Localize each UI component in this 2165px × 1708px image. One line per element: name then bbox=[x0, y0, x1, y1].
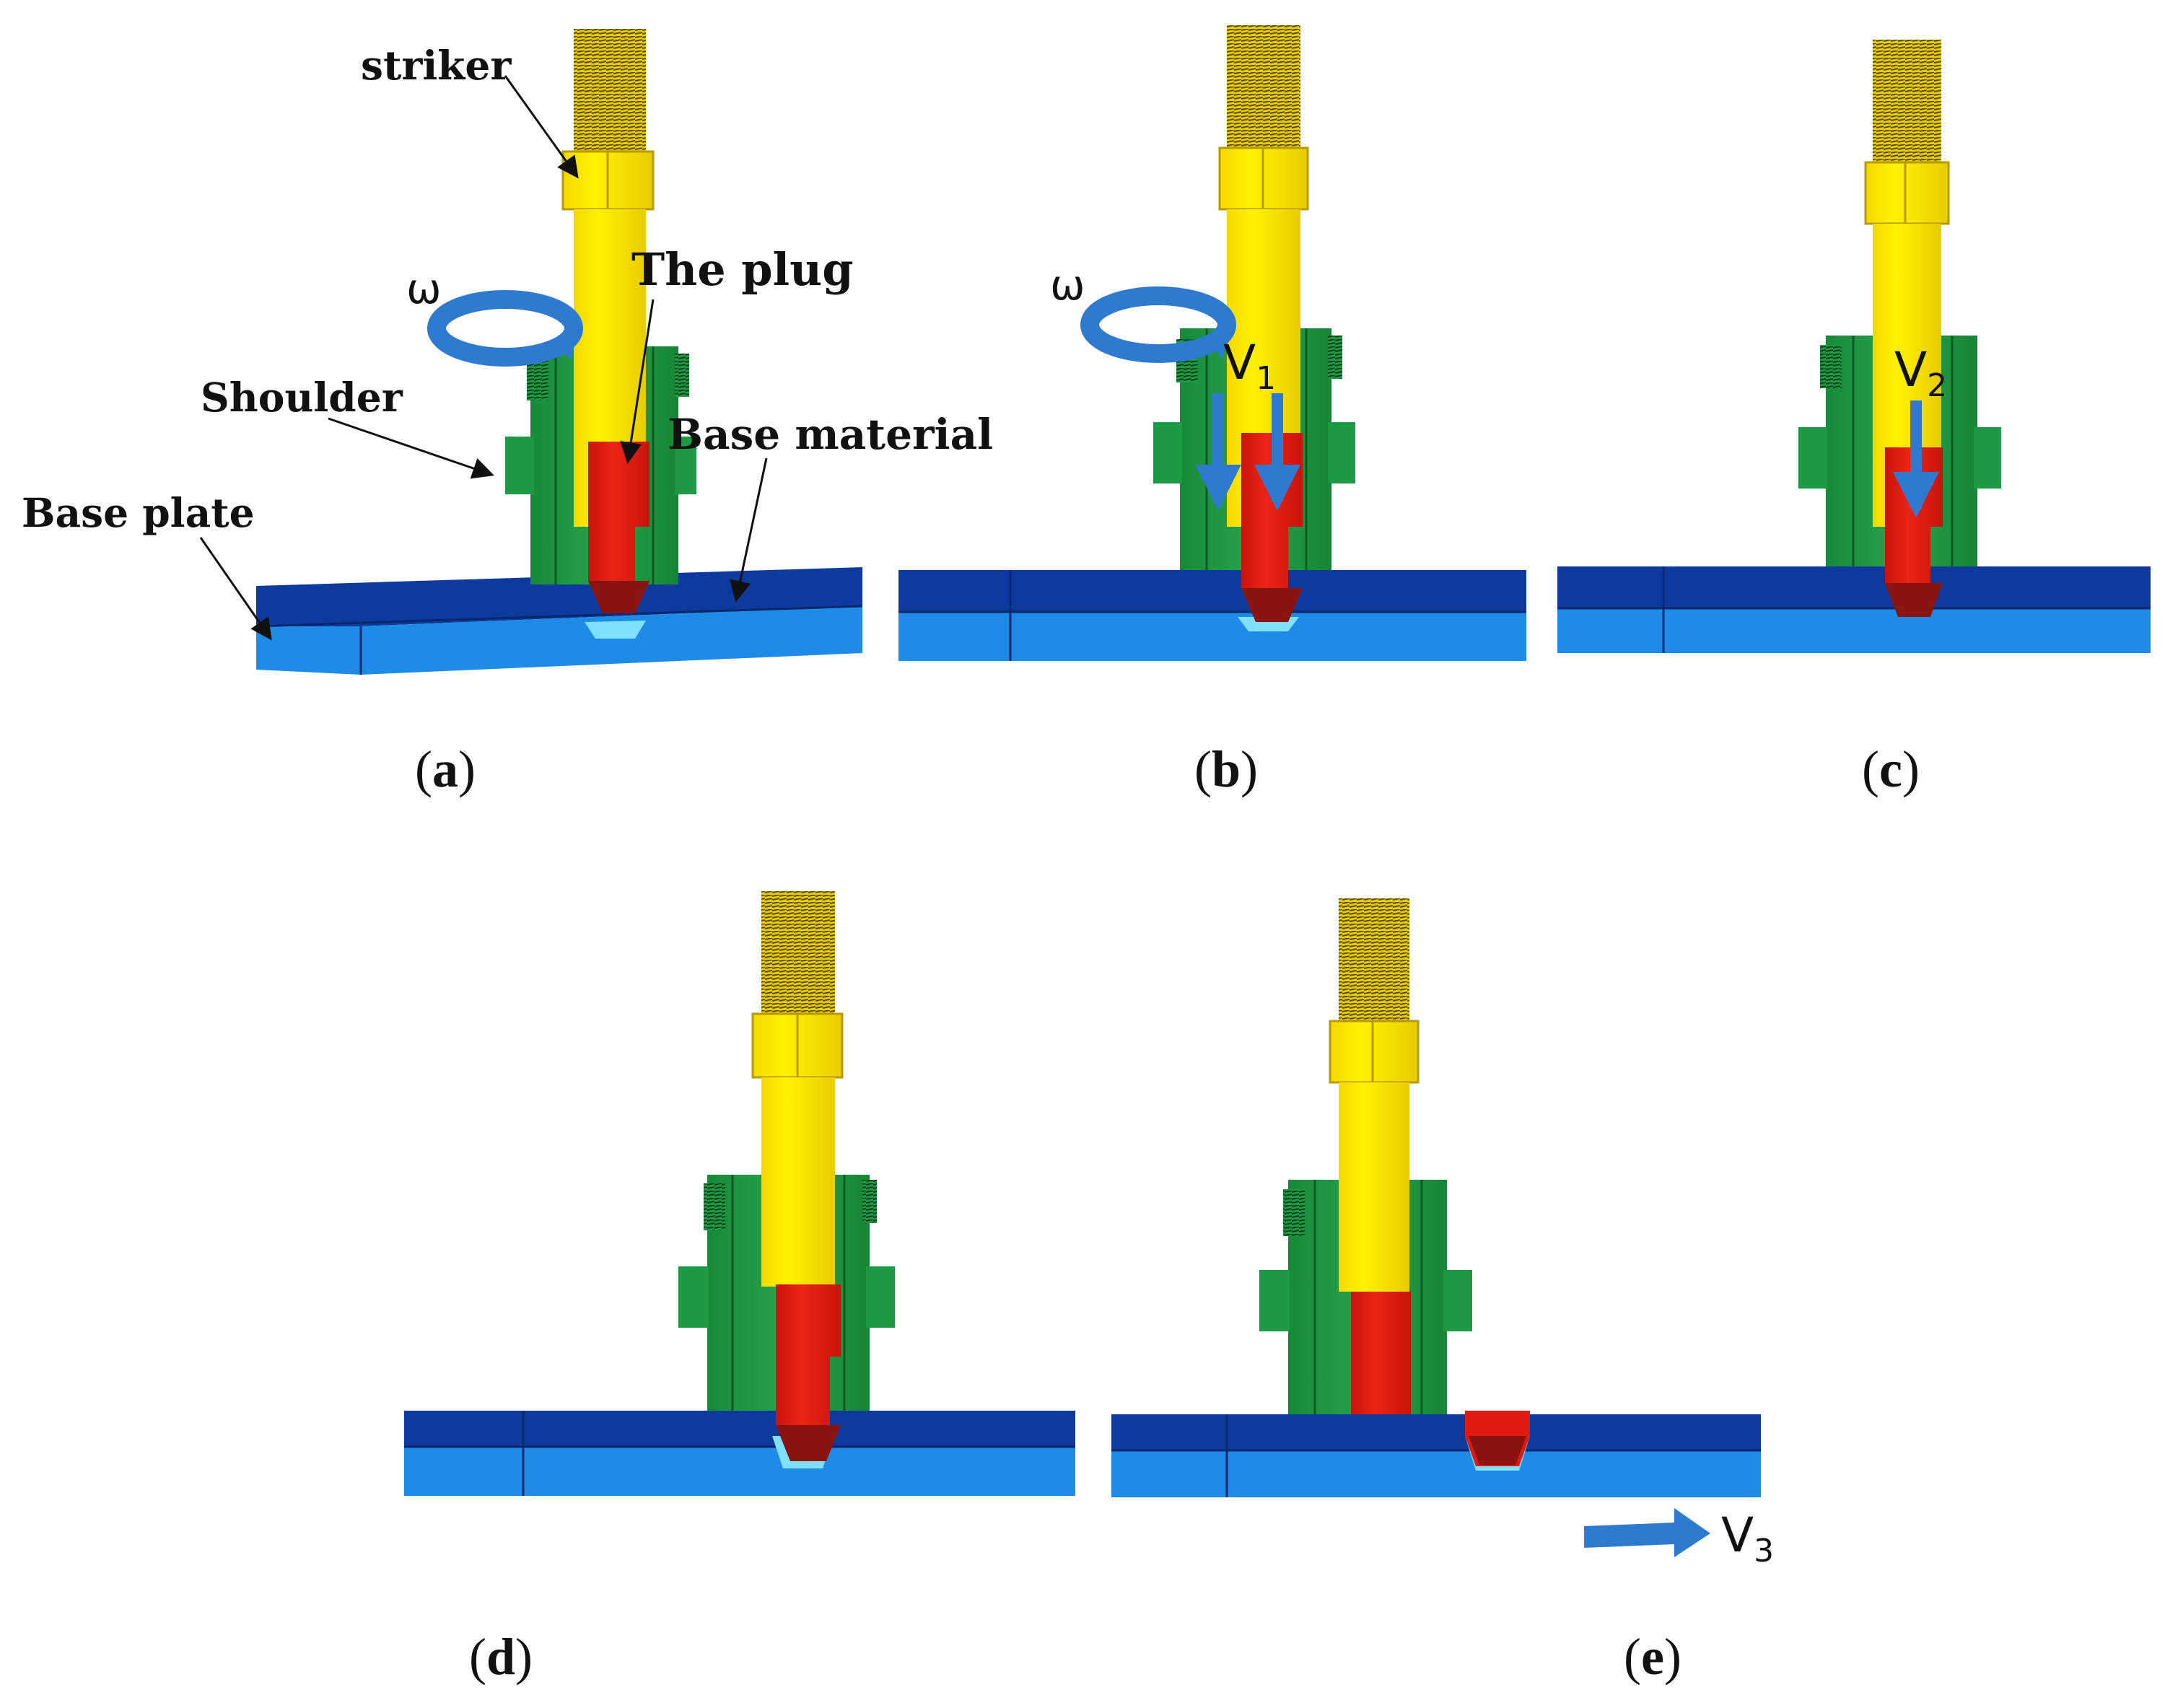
plug-d bbox=[776, 1284, 841, 1461]
label-base-plate: Base plate bbox=[22, 489, 255, 536]
label-base-material: Base material bbox=[668, 410, 993, 459]
rotation-arrow-a bbox=[427, 290, 583, 367]
caption-a: (a) bbox=[415, 740, 476, 798]
striker-e bbox=[1329, 898, 1420, 1292]
plug-e bbox=[1351, 1292, 1411, 1414]
omega-label-b: ω bbox=[1050, 260, 1085, 310]
velocity-arrow-v3 bbox=[1584, 1508, 1710, 1557]
panel-c: V2 (c) bbox=[1557, 40, 2151, 798]
base-block-e bbox=[1111, 1411, 1761, 1497]
label-striker: striker bbox=[361, 42, 512, 89]
base-block-d bbox=[404, 1411, 1075, 1496]
striker-d bbox=[751, 891, 844, 1287]
panel-e: V3 (e) bbox=[1111, 898, 1774, 1686]
v2-label: V2 bbox=[1894, 342, 1947, 404]
v1-label: V1 bbox=[1223, 335, 1276, 397]
rotation-arrow-b bbox=[1080, 286, 1236, 363]
caption-c: (c) bbox=[1862, 740, 1920, 798]
caption-d: (d) bbox=[469, 1628, 533, 1686]
plug-a bbox=[588, 442, 650, 613]
v3-label: V3 bbox=[1721, 1507, 1774, 1569]
velocity-arrows-v1 bbox=[1195, 393, 1300, 511]
caption-b: (b) bbox=[1194, 740, 1258, 798]
omega-label-a: ω bbox=[406, 264, 442, 313]
caption-e: (e) bbox=[1624, 1628, 1681, 1686]
panel-b: ω V1 (b) bbox=[898, 25, 1526, 798]
panel-d: (d) bbox=[404, 891, 1075, 1686]
base-block-b bbox=[898, 570, 1526, 661]
label-plug: The plug bbox=[631, 243, 854, 296]
label-shoulder: Shoulder bbox=[201, 374, 403, 421]
base-block-a bbox=[255, 567, 863, 675]
base-block-c bbox=[1557, 566, 2151, 653]
panel-a: ω striker The plug Shoulder Base materia… bbox=[22, 29, 993, 798]
